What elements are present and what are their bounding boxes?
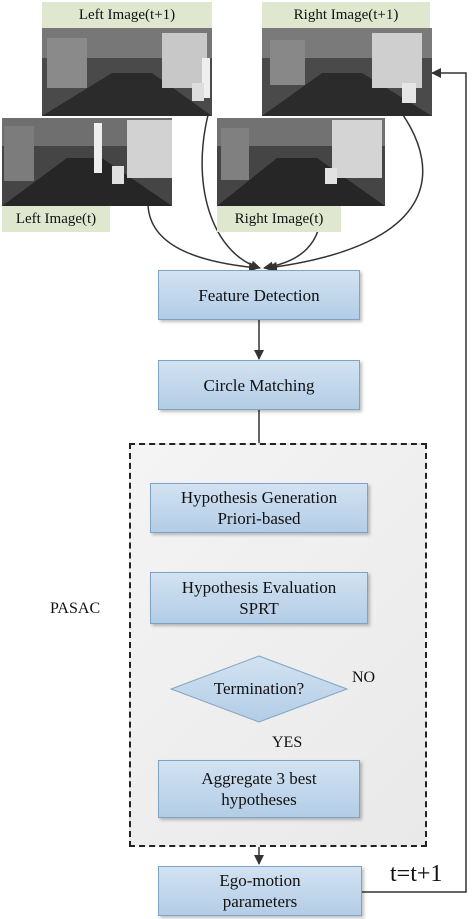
no-label: NO — [352, 669, 376, 686]
left-image-t-label: Left Image(t) — [2, 206, 110, 232]
feature-detection-label: Feature Detection — [198, 285, 320, 305]
right-image-t1-label: Right Image(t+1) — [262, 2, 430, 28]
aggregate-label: Aggregate 3 best — [201, 769, 317, 788]
arrow-left-t-to-feature — [147, 204, 259, 273]
hypothesis-evaluation-label: Hypothesis Evaluation — [181, 578, 337, 597]
time-update-label: t=t+1 — [390, 861, 443, 887]
left-image-t — [2, 118, 172, 206]
right-image-t — [217, 118, 385, 206]
yes-label: YES — [272, 734, 303, 751]
hypothesis-evaluation-box: Hypothesis Evaluation SPRT — [150, 572, 368, 624]
left-image-t1-label: Left Image(t+1) — [42, 2, 212, 28]
hypothesis-evaluation-sublabel: SPRT — [239, 599, 279, 618]
circle-matching-box: Circle Matching — [158, 360, 360, 410]
termination-label: Termination? — [213, 679, 305, 698]
hypothesis-generation-box: Hypothesis Generation Priori-based — [150, 483, 368, 533]
right-image-t-label: Right Image(t) — [217, 206, 341, 232]
aggregate-sublabel: hypotheses — [221, 790, 297, 809]
pasac-label: PASAC — [50, 600, 101, 617]
arrow-left-t1-to-feature — [201, 114, 261, 271]
circle-matching-label: Circle Matching — [203, 375, 315, 395]
right-image-t1 — [262, 28, 432, 116]
aggregate-box: Aggregate 3 best hypotheses — [158, 760, 360, 818]
arrow-time-feedback — [362, 68, 467, 893]
ego-motion-label: Ego-motion — [219, 871, 301, 890]
termination-diamond — [170, 655, 348, 723]
hypothesis-generation-sublabel: Priori-based — [217, 509, 301, 528]
ego-motion-box: Ego-motion parameters — [158, 866, 362, 916]
ego-motion-sublabel: parameters — [222, 892, 298, 911]
hypothesis-generation-label: Hypothesis Generation — [180, 488, 338, 507]
arrow-right-t1-to-feature — [267, 114, 424, 272]
feature-detection-box: Feature Detection — [158, 270, 360, 320]
left-image-t1 — [42, 28, 212, 116]
